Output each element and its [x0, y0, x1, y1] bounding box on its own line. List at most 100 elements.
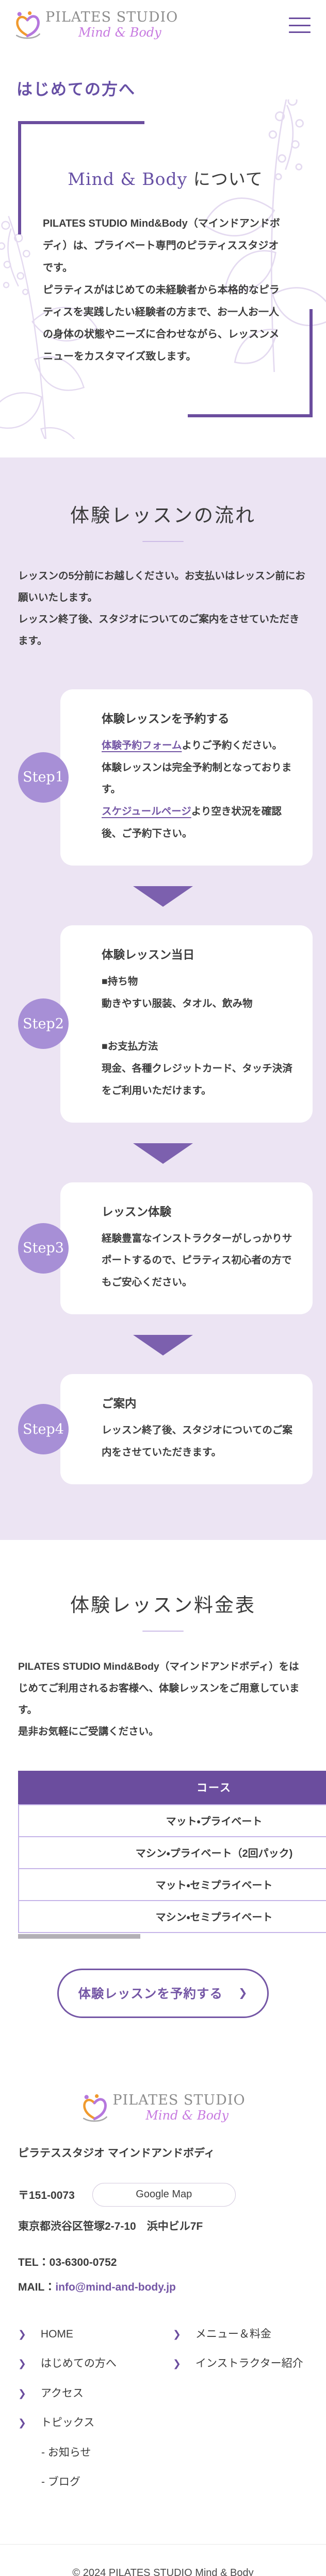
frame-corner-bottom-right [188, 309, 313, 417]
logo-icon [13, 10, 42, 40]
nav-item-menu-price[interactable]: ❯メニュー＆料金 [173, 2326, 303, 2343]
step-title: レッスン体験 [102, 1205, 172, 1218]
course-cell: マシン・プライベート（2回パック) [18, 1836, 326, 1869]
step-text: 経験豊富なインストラクターがしっかりサポートするので、ピラティス初心者の方でもご… [102, 1232, 292, 1289]
frame-corner-top-left [18, 121, 144, 234]
logo-icon [80, 2093, 109, 2123]
chevron-right-icon: ❯ [238, 1987, 248, 1999]
price-table: コース マット・プライベート マシン・プライベート（2回パック) マット・セミプ… [18, 1770, 326, 1933]
schedule-page-link[interactable]: スケジュールページ [102, 806, 191, 818]
about-section: Mind & Body について PILATES STUDIO Mind&Bod… [0, 99, 326, 439]
price-table-viewport: コース マット・プライベート マシン・プライベート（2回パック) マット・セミプ… [18, 1770, 326, 1933]
copyright: © 2024 PILATES STUDIO Mind & Body [0, 2544, 326, 2576]
nav-item-news[interactable]: - お知らせ [41, 2446, 91, 2459]
step-text: スケジュールページより空き状況を確認後、ご予約下さい。 [102, 806, 282, 840]
chevron-right-icon: ❯ [173, 2329, 181, 2340]
table-row: マット・セミプライベート [18, 1868, 326, 1901]
logo-text-script: Mind & Body [145, 2108, 229, 2123]
title-divider [142, 541, 184, 542]
footer-logo[interactable]: PILATES STUDIO Mind & Body [0, 2093, 326, 2123]
nav-item-blog[interactable]: - ブログ [41, 2476, 80, 2488]
step-card-3: Step3 レッスン体験 経験豊富なインストラクターがしっかりサポートするので、… [18, 1182, 313, 1315]
about-paragraph: PILATES STUDIO Mind&Body（マインドアンドボディ）は、プラ… [43, 218, 280, 274]
table-row: マシン・プライベート（2回パック) [18, 1836, 326, 1869]
footer-nav-right-column: ❯メニュー＆料金 ❯インストラクター紹介 [173, 2326, 303, 2504]
logo-text-script: Mind & Body [78, 25, 161, 40]
down-arrow-icon [133, 1143, 193, 1164]
flow-intro-line: レッスンの5分前にお越しください。お支払いはレッスン前にお願いいたします。 [18, 570, 305, 603]
footer-nav: ❯HOME ❯はじめての方へ ❯アクセス ❯トピックス - お知らせ - ブログ… [18, 2326, 308, 2504]
cta-label: 体験レッスンを予約する [78, 1987, 223, 2002]
down-arrow-icon [133, 886, 193, 907]
step-text: 体験レッスンは完全予約制となっております。 [102, 761, 292, 795]
table-header-row: コース [18, 1770, 326, 1805]
chevron-right-icon: ❯ [18, 2359, 26, 2370]
about-frame: Mind & Body について PILATES STUDIO Mind&Bod… [18, 121, 313, 417]
step-card-2: Step2 体験レッスン当日 ■持ち物 動きやすい服装、タオル、飲み物 ■お支払… [18, 925, 313, 1123]
reserve-trial-lesson-button[interactable]: 体験レッスンを予約する ❯ [57, 1968, 269, 2018]
footer-nav-left-column: ❯HOME ❯はじめての方へ ❯アクセス ❯トピックス - お知らせ - ブログ [18, 2326, 173, 2504]
about-heading: Mind & Body について [43, 165, 288, 190]
google-map-button[interactable]: Google Map [92, 2182, 236, 2207]
step-text: 現金、各種クレジットカード、タッチ決済をご利用いただけます。 [102, 1062, 292, 1096]
about-heading-ja: について [187, 169, 263, 189]
trial-reservation-form-link[interactable]: 体験予約フォーム [102, 739, 182, 751]
studio-name: ピラテススタジオ マインドアンドボディ [18, 2147, 215, 2159]
postal-code: 〒151-0073 [18, 2189, 75, 2201]
logo-text-primary: PILATES STUDIO [112, 2092, 246, 2108]
flow-intro: レッスンの5分前にお越しください。お支払いはレッスン前にお願いいたします。 レッ… [18, 566, 308, 652]
step-card-4: Step4 ご案内 レッスン終了後、スタジオについてのご案内をさせていただきます… [18, 1374, 313, 1485]
mail: MAIL：info@mind-and-body.jp [18, 2281, 176, 2293]
nav-item-topics[interactable]: ❯トピックス [18, 2415, 173, 2432]
chevron-right-icon: ❯ [18, 2418, 26, 2429]
nav-item-home[interactable]: ❯HOME [18, 2326, 173, 2343]
step-title: ご案内 [102, 1397, 137, 1411]
step-text: 動きやすい服装、タオル、飲み物 [102, 998, 253, 1010]
down-arrow-icon [133, 1335, 193, 1356]
step-text: ■持ち物 [102, 976, 138, 988]
step-list: Step1 体験レッスンを予約する 体験予約フォームよりご予約ください。 体験レ… [0, 689, 326, 1485]
step-badge: Step1 [18, 752, 69, 803]
site-header: PILATES STUDIO Mind & Body [0, 0, 326, 49]
table-scrollbar-thumb[interactable] [18, 1934, 140, 1939]
course-column-header: コース [18, 1770, 326, 1805]
pricing-intro-line: PILATES STUDIO Mind&Body（マインドアンドボディ）をはじめ… [18, 1661, 300, 1716]
pricing-intro: PILATES STUDIO Mind&Body（マインドアンドボディ）をはじめ… [18, 1656, 308, 1743]
site-logo[interactable]: PILATES STUDIO Mind & Body [13, 10, 178, 40]
step-badge: Step4 [18, 1404, 69, 1455]
title-divider [142, 1631, 184, 1632]
step-title: 体験レッスンを予約する [102, 712, 230, 725]
table-scrollbar-track [18, 1934, 326, 1939]
pricing-section: 体験レッスン料金表 PILATES STUDIO Mind&Body（マインドア… [0, 1540, 326, 2018]
nav-item-first-time[interactable]: ❯はじめての方へ [18, 2355, 173, 2372]
course-cell: マット・セミプライベート [18, 1868, 326, 1901]
step-badge: Step2 [18, 998, 69, 1049]
chevron-right-icon: ❯ [173, 2359, 181, 2370]
nav-item-instructors[interactable]: ❯インストラクター紹介 [173, 2355, 303, 2372]
page-title: はじめての方へ [17, 80, 136, 99]
step-badge: Step3 [18, 1223, 69, 1274]
pricing-section-title: 体験レッスン料金表 [70, 1594, 256, 1617]
postal-row: 〒151-0073 Google Map [18, 2182, 308, 2207]
flow-section-title: 体験レッスンの流れ [70, 504, 256, 527]
table-row: マシン・セミプライベート [18, 1900, 326, 1933]
nav-item-access[interactable]: ❯アクセス [18, 2385, 173, 2402]
flow-intro-line: レッスン終了後、スタジオについてのご案内をさせていただきます。 [18, 613, 300, 647]
step-text: 体験予約フォームよりご予約ください。 [102, 739, 283, 751]
trial-flow-section: 体験レッスンの流れ レッスンの5分前にお越しください。お支払いはレッスン前にお願… [0, 457, 326, 1540]
course-cell: マット・プライベート [18, 1804, 326, 1837]
telephone: TEL：03-6300-0752 [18, 2256, 117, 2268]
street-address: 東京都渋谷区笹塚2-7-10 浜中ビル7F [18, 2220, 203, 2232]
pricing-intro-line: 是非お気軽にご受講ください。 [18, 1725, 159, 1737]
about-heading-en: Mind & Body [68, 169, 188, 189]
course-cell: マシン・セミプライベート [18, 1900, 326, 1933]
step-text: レッスン終了後、スタジオについてのご案内をさせていただきます。 [102, 1425, 292, 1459]
email-link[interactable]: info@mind-and-body.jp [55, 2281, 176, 2293]
site-footer: PILATES STUDIO Mind & Body ピラテススタジオ マインド… [0, 2018, 326, 2576]
spacer [102, 1015, 301, 1036]
step-text: ■お支払方法 [102, 1040, 158, 1052]
menu-icon[interactable] [289, 18, 311, 33]
step-title: 体験レッスン当日 [102, 948, 195, 962]
step-card-1: Step1 体験レッスンを予約する 体験予約フォームよりご予約ください。 体験レ… [18, 689, 313, 866]
chevron-right-icon: ❯ [18, 2388, 26, 2399]
